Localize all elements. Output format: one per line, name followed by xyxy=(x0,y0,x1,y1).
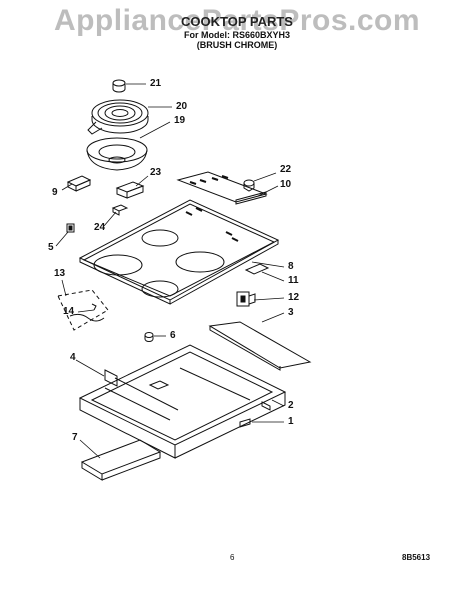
callout-20: 20 xyxy=(176,101,188,112)
part-bottom-bracket xyxy=(80,439,162,481)
callout-23: 23 xyxy=(150,167,162,178)
part-control-panel xyxy=(176,171,268,205)
part-switch xyxy=(111,204,129,216)
part-terminal-block xyxy=(66,175,92,192)
part-small-switch xyxy=(66,223,75,233)
part-drip-bowl xyxy=(86,137,148,171)
callout-7: 7 xyxy=(72,432,78,443)
callout-4: 4 xyxy=(70,352,76,363)
leader-lines xyxy=(55,83,285,459)
diagram-title: COOKTOP PARTS xyxy=(181,14,293,29)
callout-24: 24 xyxy=(94,222,106,233)
callout-19: 19 xyxy=(174,115,186,126)
part-receptacle xyxy=(236,291,256,307)
part-rear-bracket xyxy=(208,321,312,371)
part-knob-cap xyxy=(112,79,126,93)
part-bracket xyxy=(115,181,145,199)
callout-1: 1 xyxy=(288,416,294,427)
callout-5: 5 xyxy=(48,242,54,253)
callout-8: 8 xyxy=(288,261,294,272)
part-clip xyxy=(243,179,255,192)
callout-22: 22 xyxy=(280,164,292,175)
part-gasket xyxy=(244,263,270,275)
callout-14: 14 xyxy=(63,306,75,317)
callout-21: 21 xyxy=(150,78,162,89)
part-surface-element xyxy=(87,99,149,135)
part-nut xyxy=(144,332,154,342)
part-burner-box xyxy=(78,344,287,459)
callout-9: 9 xyxy=(52,187,58,198)
callout-3: 3 xyxy=(288,307,294,318)
document-code: 8B5613 xyxy=(402,553,431,562)
part-wire-harness xyxy=(57,289,109,331)
watermark: AppliancePartsPros.com xyxy=(53,4,421,37)
callout-6: 6 xyxy=(170,330,176,341)
part-screw xyxy=(239,418,251,428)
page-number: 6 xyxy=(230,553,235,562)
part-cooktop-panel xyxy=(78,199,280,305)
callout-13: 13 xyxy=(54,268,66,279)
callout-10: 10 xyxy=(280,179,292,190)
model-line: For Model: RS660BXYH3 xyxy=(183,30,291,40)
callout-11: 11 xyxy=(288,275,299,286)
callout-12: 12 xyxy=(288,292,300,303)
callout-2: 2 xyxy=(288,400,294,411)
finish-line: (BRUSH CHROME) xyxy=(196,40,278,50)
